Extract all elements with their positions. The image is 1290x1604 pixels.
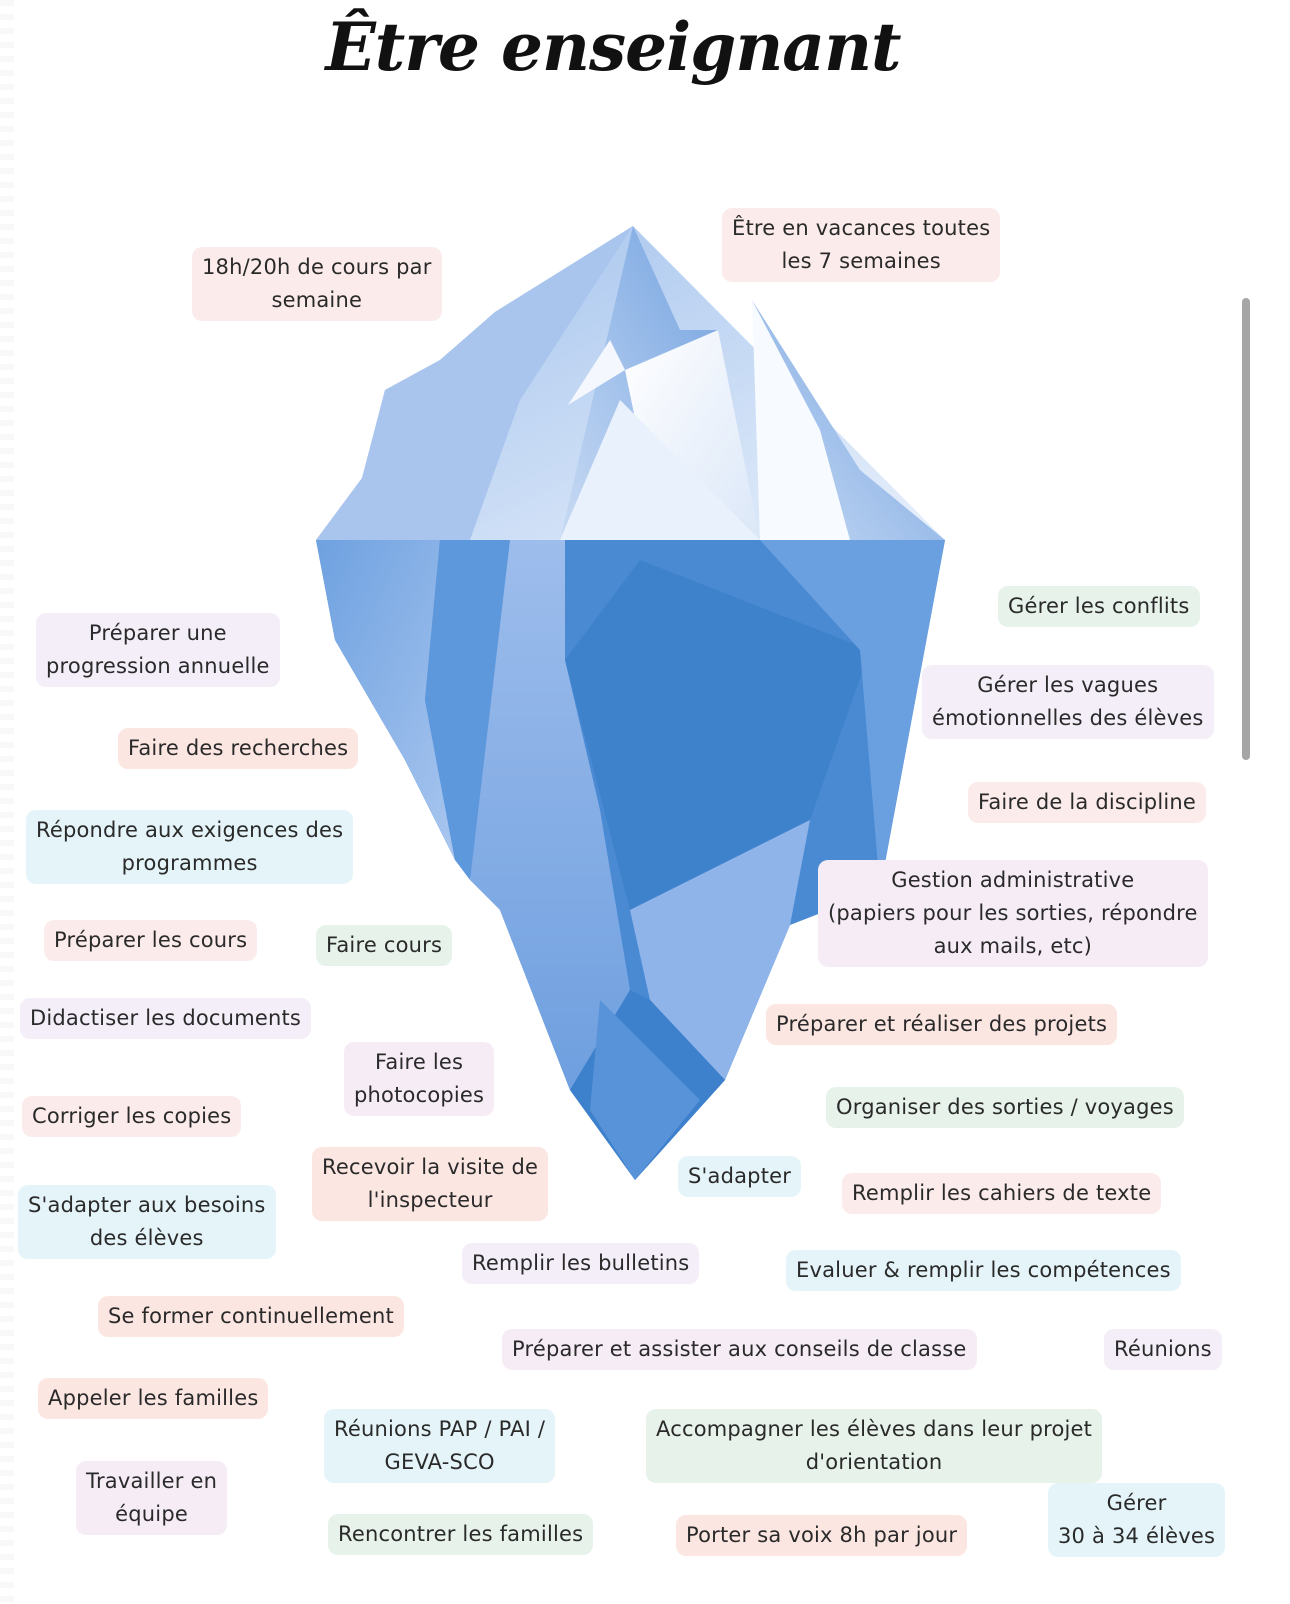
tag-photocopies: Faire les photocopies xyxy=(344,1042,495,1116)
vertical-scrollbar[interactable] xyxy=(1242,298,1250,760)
tag-didactiser: Didactiser les documents xyxy=(20,998,312,1039)
tag-equipe: Travailler en équipe xyxy=(76,1461,228,1535)
tag-cahiers: Remplir les cahiers de texte xyxy=(842,1173,1162,1214)
tag-sorties: Organiser des sorties / voyages xyxy=(826,1087,1184,1128)
tag-projets: Préparer et réaliser des projets xyxy=(766,1004,1118,1045)
tag-corriger: Corriger les copies xyxy=(22,1096,242,1137)
tag-former: Se former continuellement xyxy=(98,1296,404,1337)
page-title: Être enseignant xyxy=(325,8,901,86)
tag-conseils: Préparer et assister aux conseils de cla… xyxy=(502,1329,977,1370)
tag-sadapter: S'adapter xyxy=(678,1156,802,1197)
tag-programmes: Répondre aux exigences des programmes xyxy=(26,810,354,884)
tag-conflits: Gérer les conflits xyxy=(998,586,1200,627)
tag-rencontrer: Rencontrer les familles xyxy=(328,1514,594,1555)
tag-competences: Evaluer & remplir les compétences xyxy=(786,1250,1181,1291)
tag-faire-cours: Faire cours xyxy=(316,925,453,966)
page-edge-decoration xyxy=(0,0,14,1604)
tag-inspecteur: Recevoir la visite de l'inspecteur xyxy=(312,1147,549,1221)
tag-reunions: Réunions xyxy=(1104,1329,1222,1370)
tag-cours-hebdo: 18h/20h de cours par semaine xyxy=(192,247,442,321)
tag-discipline: Faire de la discipline xyxy=(968,782,1207,823)
tag-eleves: Gérer 30 à 34 élèves xyxy=(1048,1483,1226,1557)
tag-pap: Réunions PAP / PAI / GEVA-SCO xyxy=(324,1409,556,1483)
tag-appeler: Appeler les familles xyxy=(38,1378,269,1419)
tag-progression: Préparer une progression annuelle xyxy=(36,613,280,687)
tag-vacances: Être en vacances toutes les 7 semaines xyxy=(722,208,1001,282)
tag-bulletins: Remplir les bulletins xyxy=(462,1243,700,1284)
tag-administratif: Gestion administrative (papiers pour les… xyxy=(818,860,1208,967)
tag-voix: Porter sa voix 8h par jour xyxy=(676,1515,968,1556)
tag-besoins: S'adapter aux besoins des élèves xyxy=(18,1185,276,1259)
tag-vagues: Gérer les vagues émotionnelles des élève… xyxy=(922,665,1214,739)
tag-recherches: Faire des recherches xyxy=(118,728,359,769)
tag-orientation: Accompagner les élèves dans leur projet … xyxy=(646,1409,1103,1483)
tag-preparer-cours: Préparer les cours xyxy=(44,920,258,961)
